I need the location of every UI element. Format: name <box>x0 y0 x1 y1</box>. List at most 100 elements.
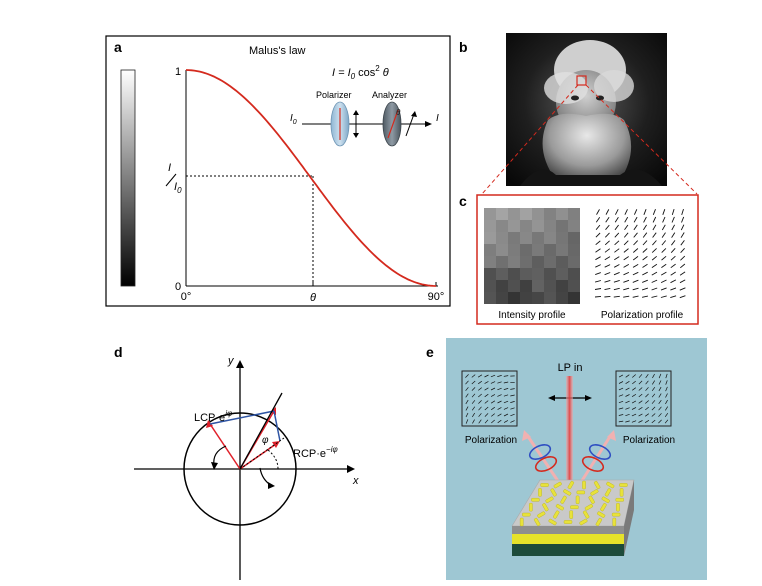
polarization-dash <box>665 393 668 398</box>
polarization-dash <box>623 248 629 253</box>
nanorod <box>590 489 599 496</box>
polarization-dash <box>623 264 630 268</box>
polarization-dash <box>652 373 655 379</box>
nanorod <box>582 480 586 490</box>
polarization-dash <box>631 407 637 410</box>
polarization-dash <box>618 394 624 397</box>
polarization-dash <box>638 374 643 378</box>
polarization-caption: Polarization profile <box>601 310 684 321</box>
polarization-dash <box>644 420 650 423</box>
intensity-cell <box>496 280 508 292</box>
polarization-dash <box>618 381 624 384</box>
polarization-dash <box>623 271 630 276</box>
intensity-cell <box>508 208 520 220</box>
polarization-dash <box>638 413 643 417</box>
intensity-cell <box>556 232 568 244</box>
polarization-dash <box>478 406 482 411</box>
polarization-dash <box>477 374 483 378</box>
polarization-dash <box>671 216 675 223</box>
polarization-dash <box>651 413 656 417</box>
polarization-dash <box>632 374 636 378</box>
rcp-label: RCP·e−iφ <box>293 445 338 460</box>
nanorod <box>563 520 573 524</box>
polarization-dash <box>670 247 676 254</box>
polarization-dash <box>661 248 667 253</box>
intensity-cell <box>508 244 520 256</box>
polarization-dash <box>624 216 629 223</box>
panel-a-letter: a <box>114 39 122 55</box>
polarization-dash <box>642 279 648 283</box>
polarization-dash <box>665 386 668 392</box>
polarization-dash <box>595 232 601 238</box>
parallelogram-upper <box>209 410 275 425</box>
polarization-dash <box>679 271 686 276</box>
nanorod <box>575 495 580 504</box>
polarization-dash <box>670 271 676 276</box>
polarization-dash <box>497 400 502 404</box>
polarization-dash <box>614 232 620 238</box>
nanorod <box>548 518 557 526</box>
polarization-dash <box>670 263 676 269</box>
nanorod <box>606 481 615 489</box>
polarization-dash <box>484 419 489 424</box>
polarization-dash <box>595 224 601 230</box>
polarization-dash <box>661 240 667 246</box>
polarization-dash <box>624 209 628 215</box>
intensity-cell <box>556 244 568 256</box>
polarization-dash <box>605 224 610 230</box>
polarization-dash <box>633 240 639 246</box>
polarization-dash <box>642 232 648 238</box>
nanorod <box>579 518 588 526</box>
intensity-cell <box>484 256 496 268</box>
polarization-dash <box>484 400 489 404</box>
polarization-dash <box>497 387 502 391</box>
intensity-cell <box>568 244 580 256</box>
polarization-dash <box>661 255 667 261</box>
nanorod <box>533 517 541 527</box>
polarization-dash <box>471 374 476 378</box>
polarization-dash <box>680 263 686 269</box>
nanorod <box>612 517 617 527</box>
intensity-cell <box>532 220 544 232</box>
intensity-cell <box>568 220 580 232</box>
intensity-cell <box>556 292 568 304</box>
polarization-dash <box>631 394 637 397</box>
polarization-dash <box>478 400 482 404</box>
polarization-dash <box>490 406 496 411</box>
reference-dotted <box>239 437 285 470</box>
intensity-cell <box>484 232 496 244</box>
polarization-dash <box>651 406 656 411</box>
intensity-cell <box>484 280 496 292</box>
polarization-dash <box>661 232 666 238</box>
right-beam-head <box>607 430 616 441</box>
polarization-dash <box>594 288 602 290</box>
slab-right-face <box>624 480 634 556</box>
intensity-cell <box>544 292 556 304</box>
polarization-dash <box>478 419 482 424</box>
polarization-dash <box>681 208 684 216</box>
malus-curve <box>185 69 437 287</box>
lp-arrow-right-head <box>585 395 592 401</box>
polarization-dash <box>625 400 630 404</box>
nanorod <box>537 511 546 518</box>
polarization-dash <box>633 209 638 215</box>
polarization-dash <box>651 419 656 424</box>
polarization-dash <box>614 248 620 253</box>
polarization-dash <box>661 224 666 231</box>
polarization-dash <box>671 224 675 231</box>
polarization-dash <box>665 399 668 405</box>
nanorod <box>595 517 603 527</box>
polarization-dash <box>645 387 649 391</box>
polarization-dash <box>632 295 639 298</box>
nanorod <box>601 496 610 504</box>
intensity-cell <box>532 280 544 292</box>
polarization-dash <box>478 413 482 417</box>
polarization-dash <box>660 295 667 298</box>
polarization-dash <box>618 374 624 378</box>
polarization-dash <box>642 263 648 268</box>
polarization-dash <box>680 232 685 238</box>
d-y-label: y <box>227 355 235 367</box>
ylabel-num: I <box>168 162 171 174</box>
intensity-profile-grid <box>484 208 580 304</box>
